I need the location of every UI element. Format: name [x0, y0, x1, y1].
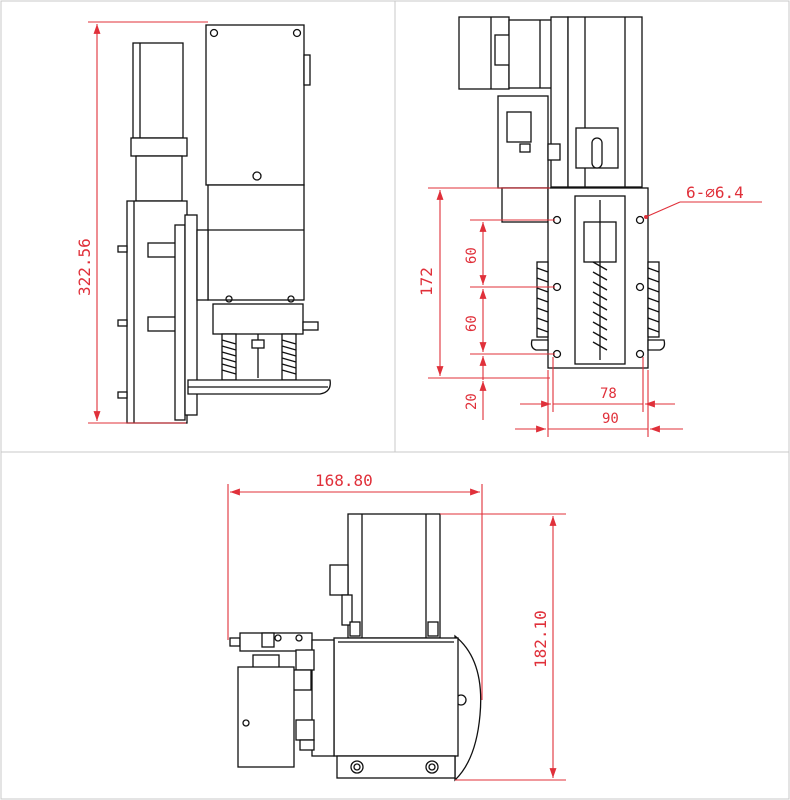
- front-height-label: 172: [417, 267, 436, 296]
- side-height-label: 322.56: [75, 238, 94, 296]
- front-extension-lines: [428, 187, 649, 437]
- front-view: 6-∅6.4 172 60 60 20 78: [417, 16, 762, 437]
- front-outer-width-label: 90: [602, 411, 619, 427]
- front-pitch-lower-label: 60: [464, 315, 480, 332]
- front-inner-width-label: 78: [600, 386, 617, 402]
- side-spring-right: [281, 333, 297, 381]
- front-pitch-upper-label: 60: [464, 247, 480, 264]
- side-view: 322.56: [75, 21, 331, 424]
- top-depth-dimension: [440, 513, 566, 781]
- top-main-body: [333, 637, 459, 757]
- front-hole-label: 6-∅6.4: [686, 183, 744, 202]
- front-hole-leader: [644, 201, 762, 219]
- top-depth-label: 182.10: [531, 610, 550, 668]
- top-width-label: 168.80: [315, 471, 373, 490]
- side-spring-left: [221, 333, 237, 381]
- top-motor-block: [347, 513, 441, 639]
- side-motor-housing: [132, 42, 184, 139]
- side-upper-body: [205, 24, 305, 186]
- side-carriage: [212, 303, 304, 335]
- side-lower-body: [207, 184, 305, 301]
- top-width-dimension: [227, 484, 483, 700]
- side-height-dimension: [88, 21, 208, 424]
- top-side-motor: [237, 666, 295, 768]
- front-offset-label: 20: [464, 393, 480, 410]
- top-wheel: [454, 634, 482, 782]
- top-view: 168.80 182.10: [227, 471, 566, 782]
- top-base-plate: [336, 755, 456, 779]
